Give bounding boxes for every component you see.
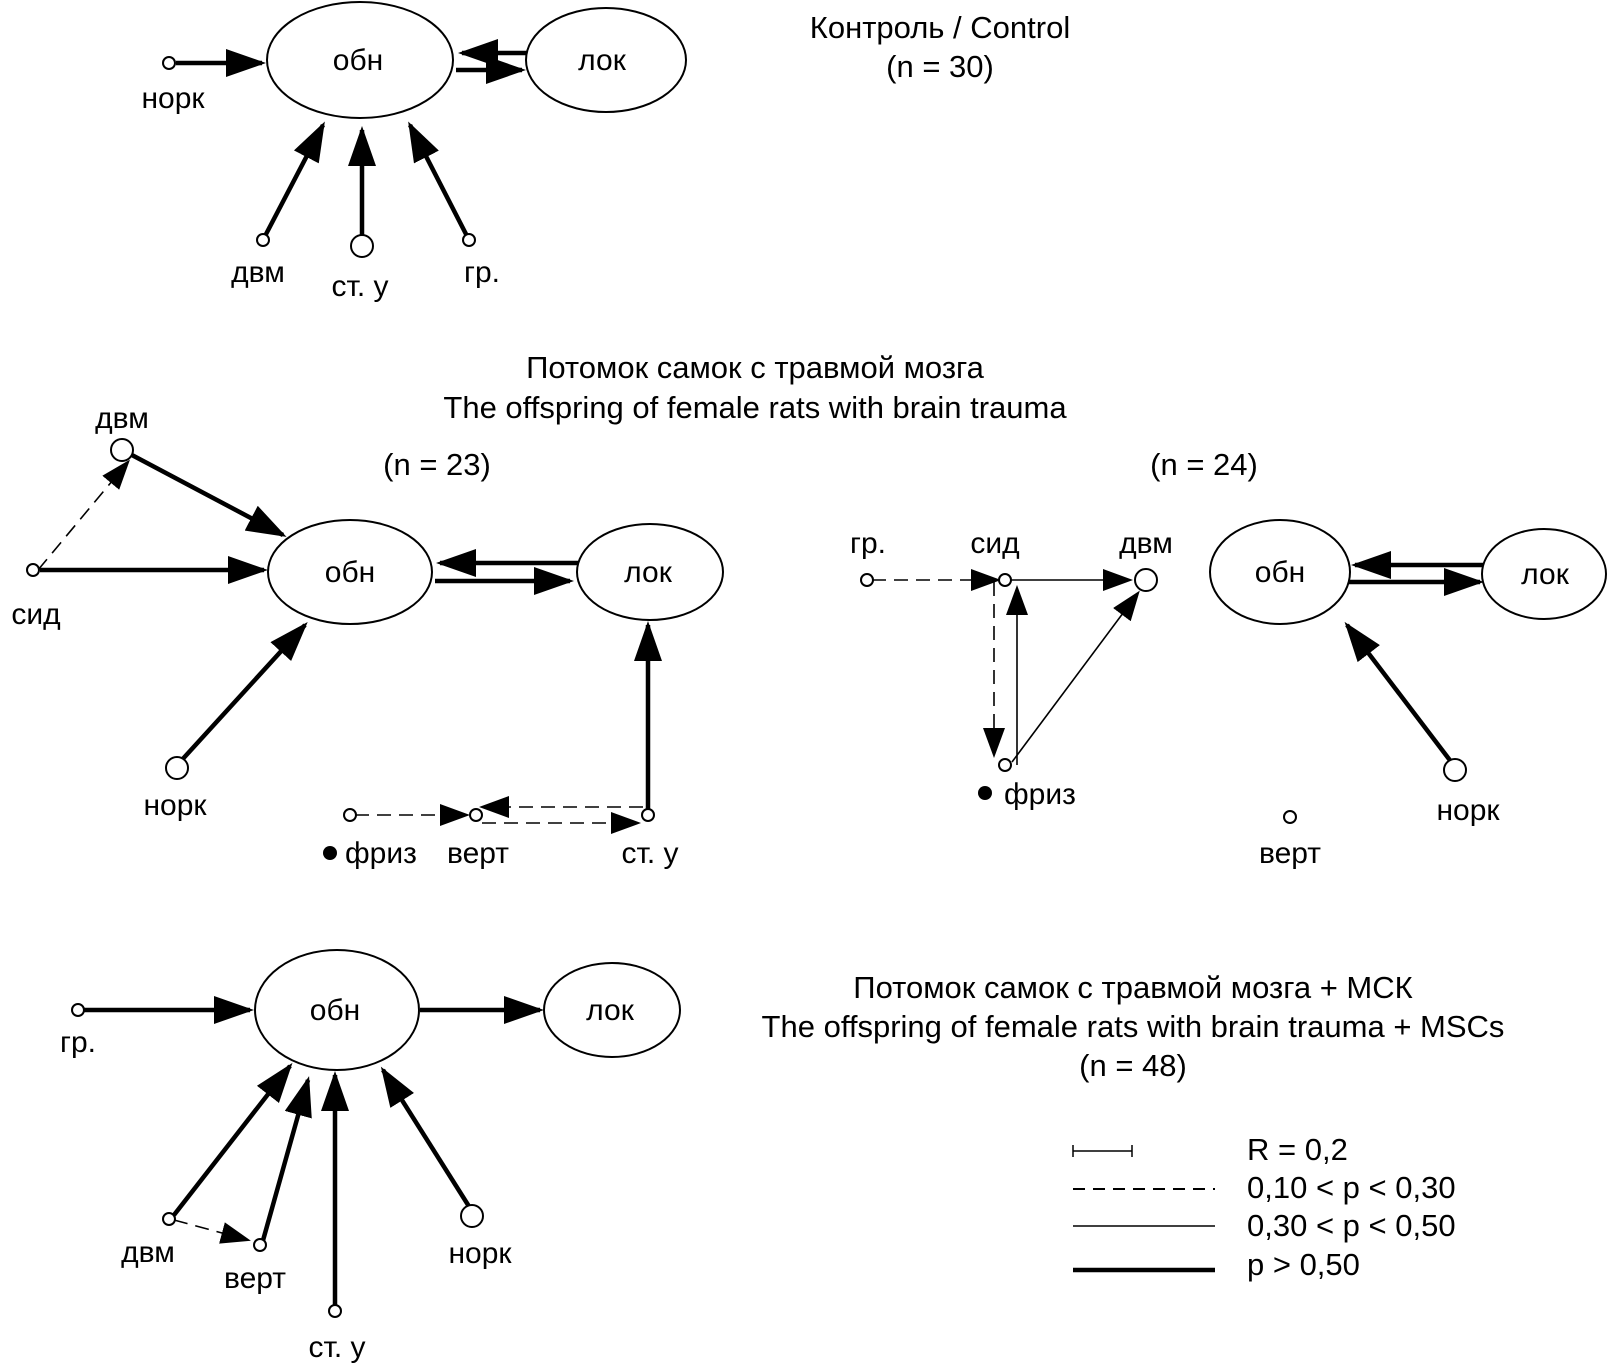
node-nork [165, 756, 189, 780]
node-dvm-label: двм [231, 256, 285, 289]
legend-thick-label: p > 0,50 [1247, 1247, 1360, 1282]
node-dvm [162, 1212, 176, 1226]
edge-dvm-vert [173, 1219, 251, 1244]
node-sid-label: сид [11, 598, 60, 631]
node-friz [998, 758, 1012, 772]
friz-marker-dot [978, 786, 992, 800]
panel-trauma-left: (n = 23) обн лок двм сид норк фриз верт … [11, 402, 724, 870]
node-sid [998, 573, 1012, 587]
msc-title-ru: Потомок самок с травмой мозга + МСК [853, 970, 1412, 1005]
node-obn [1209, 519, 1351, 625]
node-st-u [328, 1304, 342, 1318]
node-nork-label: норк [448, 1237, 512, 1270]
node-nork-label: норк [141, 82, 205, 115]
legend-scale-label: R = 0,2 [1247, 1132, 1348, 1167]
edge-nork-obn [1344, 621, 1454, 765]
node-friz-label: фриз [345, 837, 417, 870]
node-lok [576, 523, 724, 621]
edge-sid-dvm [37, 459, 130, 571]
node-lok-label: лок [624, 556, 673, 589]
edge-friz-dvm [1011, 590, 1140, 763]
edge-dvm-obn [172, 1062, 293, 1217]
node-gr-label: гр. [464, 256, 500, 289]
node-gr-label: гр. [60, 1026, 96, 1059]
trauma-title-en: The offspring of female rats with brain … [443, 390, 1067, 425]
node-st-u-label: ст. у [308, 1331, 365, 1364]
node-dvm [1134, 568, 1158, 592]
node-obn [266, 1, 454, 119]
node-sid-label: сид [970, 527, 1019, 560]
node-st-u [350, 234, 374, 258]
node-dvm-label: двм [1119, 527, 1173, 560]
legend-thin-label: 0,30 < p < 0,50 [1247, 1208, 1456, 1243]
node-vert-label: верт [224, 1262, 286, 1295]
legend-dashed-label: 0,10 < p < 0,30 [1247, 1170, 1456, 1205]
node-gr [71, 1003, 85, 1017]
legend: R = 0,2 0,10 < p < 0,30 0,30 < p < 0,50 … [1072, 1132, 1456, 1282]
edge-nork-obn [178, 622, 308, 764]
legend-scale-bar [1072, 1145, 1133, 1157]
node-st-u-label: ст. у [331, 270, 388, 303]
node-dvm [110, 438, 134, 462]
node-st-u [641, 808, 655, 822]
node-obn-label: обн [333, 44, 383, 77]
node-lok-label: лок [578, 44, 627, 77]
node-dvm [256, 233, 270, 247]
node-lok [525, 7, 687, 113]
node-gr-label: гр. [850, 527, 886, 560]
node-friz [343, 808, 357, 822]
panel-trauma-right: (n = 24) обн лок гр. сид двм фриз норк в… [850, 447, 1607, 870]
control-n-label: (n = 30) [886, 49, 994, 84]
node-obn-label: обн [310, 994, 360, 1027]
trauma-right-n-label: (n = 24) [1150, 447, 1258, 482]
panel-control: Контроль / Control (n = 30) обн лок норк… [141, 1, 1070, 303]
node-lok [543, 962, 681, 1058]
node-nork [1443, 758, 1467, 782]
node-vert [253, 1238, 267, 1252]
edge-dvm-obn [262, 121, 325, 240]
control-title: Контроль / Control [810, 10, 1070, 45]
node-gr [860, 573, 874, 587]
edge-vert-obn [259, 1076, 312, 1245]
node-lok [1481, 528, 1607, 620]
edge-gr-obn [407, 121, 471, 240]
node-lok-label: лок [1521, 558, 1570, 591]
node-nork [162, 56, 176, 70]
node-nork [460, 1204, 484, 1228]
node-nork-label: норк [143, 789, 207, 822]
msc-n-label: (n = 48) [1079, 1048, 1187, 1083]
node-st-u-label: ст. у [621, 837, 678, 870]
trauma-title-ru: Потомок самок с травмой мозга [526, 350, 985, 385]
node-obn-label: обн [1255, 556, 1305, 589]
node-dvm-label: двм [121, 1236, 175, 1269]
node-friz-label: фриз [1004, 778, 1076, 811]
edge-dvm-obn [128, 452, 287, 537]
node-vert [1283, 810, 1297, 824]
node-vert-label: верт [447, 837, 509, 870]
node-vert-label: верт [1259, 837, 1321, 870]
node-obn [267, 519, 433, 625]
node-dvm-label: двм [95, 402, 149, 435]
trauma-left-n-label: (n = 23) [383, 447, 491, 482]
node-sid [26, 563, 40, 577]
node-vert [469, 808, 483, 822]
node-obn-label: обн [325, 556, 375, 589]
node-lok-label: лок [586, 994, 635, 1027]
msc-title-en: The offspring of female rats with brain … [762, 1009, 1505, 1044]
friz-marker-dot [323, 846, 337, 860]
node-nork-label: норк [1436, 794, 1500, 827]
node-obn [254, 949, 420, 1071]
edge-nork-obn [380, 1066, 472, 1210]
node-gr [462, 233, 476, 247]
panel-trauma-msc: Потомок самок с травмой мозга + МСК The … [60, 949, 1505, 1364]
